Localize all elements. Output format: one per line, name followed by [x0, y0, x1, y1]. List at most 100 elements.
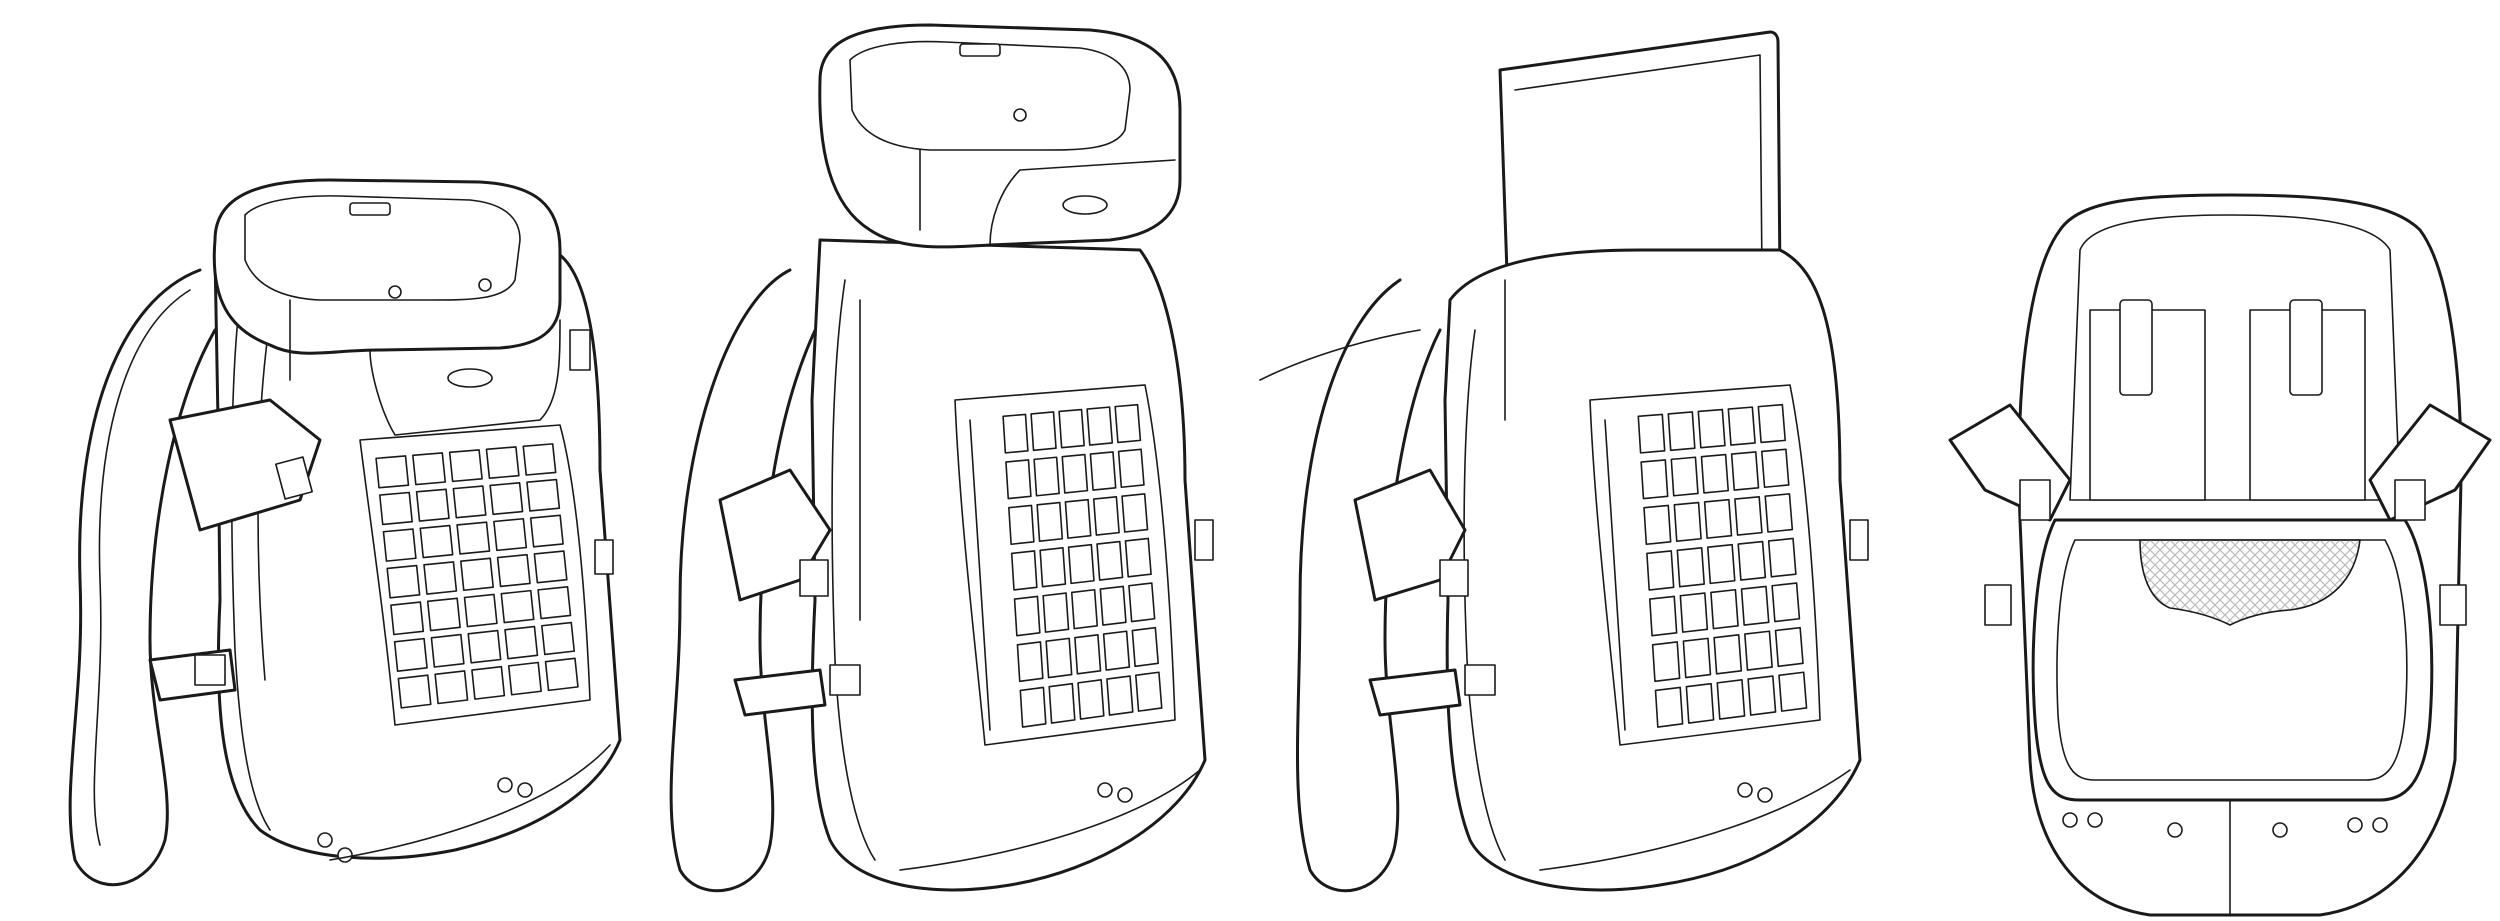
webbing-cell	[1685, 682, 1715, 724]
webbing-cell	[504, 625, 539, 660]
webbing-cell	[1045, 637, 1073, 679]
webbing-cell	[1131, 626, 1159, 668]
side-clip	[594, 539, 614, 575]
shoulder-strap-front	[168, 398, 322, 532]
front-panel-seam	[2056, 539, 2408, 781]
webbing-cell	[1128, 582, 1156, 623]
strap-buckle	[1464, 664, 1496, 696]
webbing-cell	[1673, 501, 1702, 543]
webbing-cell	[1016, 641, 1044, 683]
webbing-cell	[496, 553, 531, 588]
shoulder-strap-loop	[68, 268, 217, 887]
bottom-rivet	[1737, 782, 1753, 798]
webbing-cell	[430, 633, 465, 668]
backpack-view-laptop	[1259, 30, 1869, 893]
webbing-cell	[529, 514, 564, 548]
webbing-cell	[1008, 504, 1035, 546]
strap-buckle	[194, 654, 226, 686]
webbing-cell	[1089, 451, 1117, 491]
webbing-cell	[544, 657, 579, 692]
webbing-cell	[1086, 406, 1114, 446]
webbing-cell	[1005, 459, 1032, 500]
webbing-cell	[1033, 456, 1060, 497]
front-flap-strap	[1259, 329, 1421, 381]
webbing-cell	[1002, 413, 1029, 454]
webbing-cell	[1074, 634, 1102, 675]
backpack-view-opened	[1948, 193, 2492, 917]
webbing-cell	[1092, 495, 1120, 536]
shoulder-strap-inner	[93, 289, 191, 846]
bottom-rivet	[2062, 812, 2078, 828]
bottom-rivet	[1757, 787, 1773, 803]
webbing-cell	[485, 446, 520, 479]
side-clip	[569, 329, 591, 371]
bottom-rivet	[497, 777, 513, 793]
webbing-cell	[390, 601, 425, 636]
pen-loop	[2289, 299, 2323, 396]
webbing-grid	[1002, 403, 1163, 728]
bottom-rivet	[317, 832, 333, 848]
webbing-cell	[378, 491, 413, 526]
webbing-cell	[522, 443, 557, 476]
webbing-cell	[1010, 550, 1038, 591]
webbing-cell	[456, 521, 491, 555]
side-clip	[1194, 519, 1214, 561]
top-pod-rivet	[1013, 108, 1027, 122]
webbing-cell	[1042, 592, 1070, 633]
webbing-cell	[1036, 501, 1064, 543]
webbing-cell	[382, 528, 417, 562]
webbing-cell	[1716, 679, 1746, 720]
webbing-cell	[397, 674, 432, 709]
bottom-rivet	[1097, 782, 1113, 798]
webbing-cell	[1117, 448, 1145, 489]
bottom-rivet	[2087, 812, 2103, 828]
webbing-cell	[493, 517, 528, 552]
webbing-cell	[1648, 595, 1678, 637]
webbing-cell	[1703, 498, 1733, 539]
webbing-cell	[1102, 630, 1131, 671]
bottom-rivet	[2347, 817, 2363, 833]
webbing-cell	[541, 621, 576, 656]
bottom-rivet	[2272, 822, 2288, 838]
webbing-cell	[1760, 448, 1790, 489]
top-pod-lid	[849, 40, 1131, 151]
webbing-cell	[434, 670, 469, 705]
shoulder-strap-front	[1353, 468, 1467, 602]
backpack-view-closed	[68, 178, 622, 887]
webbing-cell	[533, 550, 568, 584]
bottom-rivet	[2372, 817, 2388, 833]
webbing-cell	[1778, 671, 1808, 712]
webbing-cell	[1070, 588, 1099, 630]
webbing-cell	[1771, 582, 1801, 623]
webbing-cell	[419, 524, 454, 559]
webbing-cell	[375, 455, 410, 489]
panel-zipper	[1604, 419, 1626, 731]
top-pod-rivet	[388, 285, 402, 299]
webbing-cell	[452, 485, 487, 519]
webbing-cell	[1774, 626, 1804, 668]
webbing-cell	[1096, 540, 1124, 581]
webbing-cell	[1767, 537, 1797, 578]
webbing-cell	[1727, 406, 1756, 446]
side-panel-seam	[230, 299, 271, 831]
webbing-cell	[412, 452, 447, 486]
strap-buckle	[1439, 559, 1469, 597]
top-pod-front-pocket	[369, 319, 561, 436]
top-pod-label	[959, 43, 1001, 57]
panel-zipper	[969, 419, 991, 731]
webbing-cell	[1077, 679, 1105, 720]
webbing-cell	[448, 449, 483, 483]
webbing-cell	[471, 665, 506, 700]
webbing-cell	[1764, 493, 1794, 533]
strap-buckle	[275, 456, 313, 500]
webbing-cell	[1744, 630, 1773, 671]
webbing-cell	[507, 661, 542, 696]
webbing-cell	[1121, 493, 1149, 533]
webbing-cell	[1740, 585, 1770, 626]
webbing-cell	[1640, 459, 1669, 500]
webbing-cell	[1637, 413, 1666, 454]
webbing-cell	[1676, 547, 1706, 588]
webbing-cell	[386, 564, 421, 599]
brand-logo-icon	[1062, 195, 1108, 215]
